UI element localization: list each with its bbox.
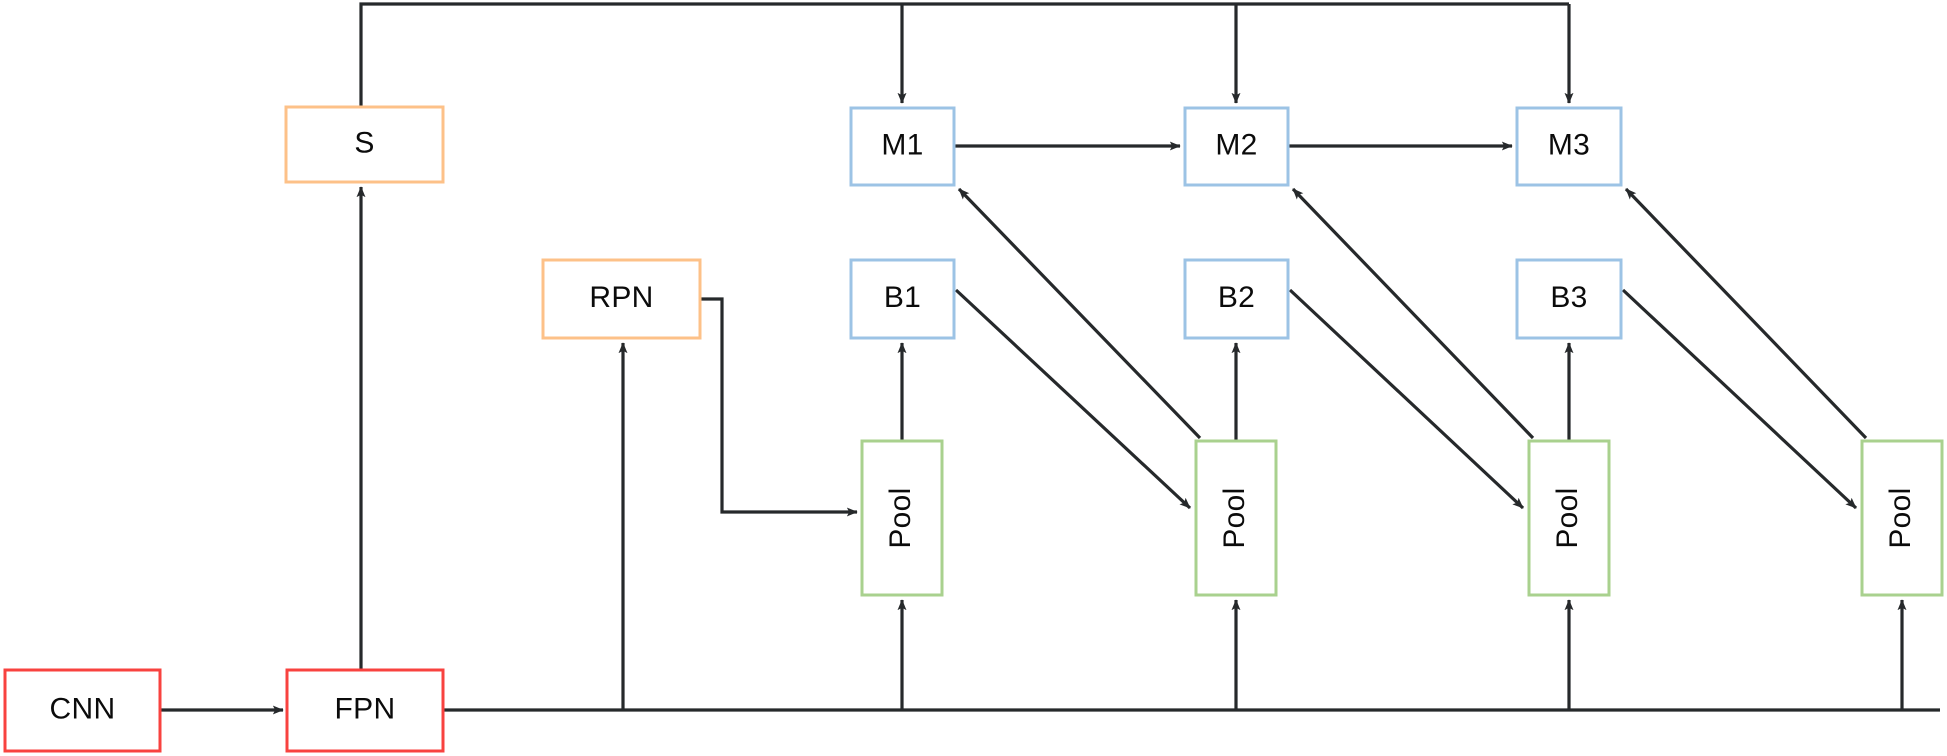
node-b2[interactable]: B2 (1183, 258, 1290, 340)
node-box-rpn[interactable] (541, 258, 702, 340)
node-label-pool1: Pool (884, 487, 917, 548)
node-box-cnn[interactable] (3, 668, 162, 753)
node-label-m2: M2 (1215, 128, 1257, 161)
node-m2[interactable]: M2 (1183, 106, 1290, 187)
node-pool1[interactable]: Pool (860, 439, 944, 597)
node-label-pool2: Pool (1218, 487, 1251, 548)
node-box-b1[interactable] (849, 258, 956, 340)
edge-pool3-to-m2 (1291, 187, 1535, 440)
node-label-pool4: Pool (1884, 487, 1917, 548)
node-b3[interactable]: B3 (1515, 258, 1623, 340)
node-pool4[interactable]: Pool (1860, 439, 1944, 597)
node-pool2[interactable]: Pool (1194, 439, 1278, 597)
node-m1[interactable]: M1 (849, 106, 956, 187)
node-box-pool2[interactable] (1194, 439, 1278, 597)
node-label-rpn: RPN (589, 281, 653, 314)
node-m3[interactable]: M3 (1515, 106, 1623, 187)
node-label-m1: M1 (881, 128, 923, 161)
edge-pool2-to-m1 (957, 187, 1202, 440)
node-label-b3: B3 (1550, 281, 1587, 314)
node-box-fpn[interactable] (285, 668, 445, 753)
node-label-fpn: FPN (335, 692, 396, 725)
node-box-m2[interactable] (1183, 106, 1290, 187)
node-s[interactable]: S (284, 105, 445, 184)
node-b1[interactable]: B1 (849, 258, 956, 340)
node-label-pool3: Pool (1551, 487, 1584, 548)
node-pool3[interactable]: Pool (1527, 439, 1611, 597)
edge-pool4-to-m3 (1624, 187, 1868, 440)
node-label-b1: B1 (884, 281, 921, 314)
edge-rpn-to-pool1 (700, 297, 858, 517)
node-fpn[interactable]: FPN (285, 668, 445, 753)
node-box-s[interactable] (284, 105, 445, 184)
node-box-b2[interactable] (1183, 258, 1290, 340)
edge-b3-to-pool4 (1621, 288, 1858, 510)
node-label-cnn: CNN (50, 692, 116, 725)
edge-b2-to-pool3 (1288, 288, 1525, 510)
node-box-pool1[interactable] (860, 439, 944, 597)
node-rpn[interactable]: RPN (541, 258, 702, 340)
node-box-pool4[interactable] (1860, 439, 1944, 597)
node-label-m3: M3 (1548, 128, 1590, 161)
node-box-pool3[interactable] (1527, 439, 1611, 597)
node-box-m3[interactable] (1515, 106, 1623, 187)
node-cnn[interactable]: CNN (3, 668, 162, 753)
edges-layer (160, 2, 1940, 715)
node-label-s: S (354, 126, 374, 159)
edge-s-to-top-bus (359, 2, 1569, 107)
edge-b1-to-pool2 (954, 288, 1192, 510)
node-box-m1[interactable] (849, 106, 956, 187)
node-box-b3[interactable] (1515, 258, 1623, 340)
node-label-b2: B2 (1218, 281, 1255, 314)
